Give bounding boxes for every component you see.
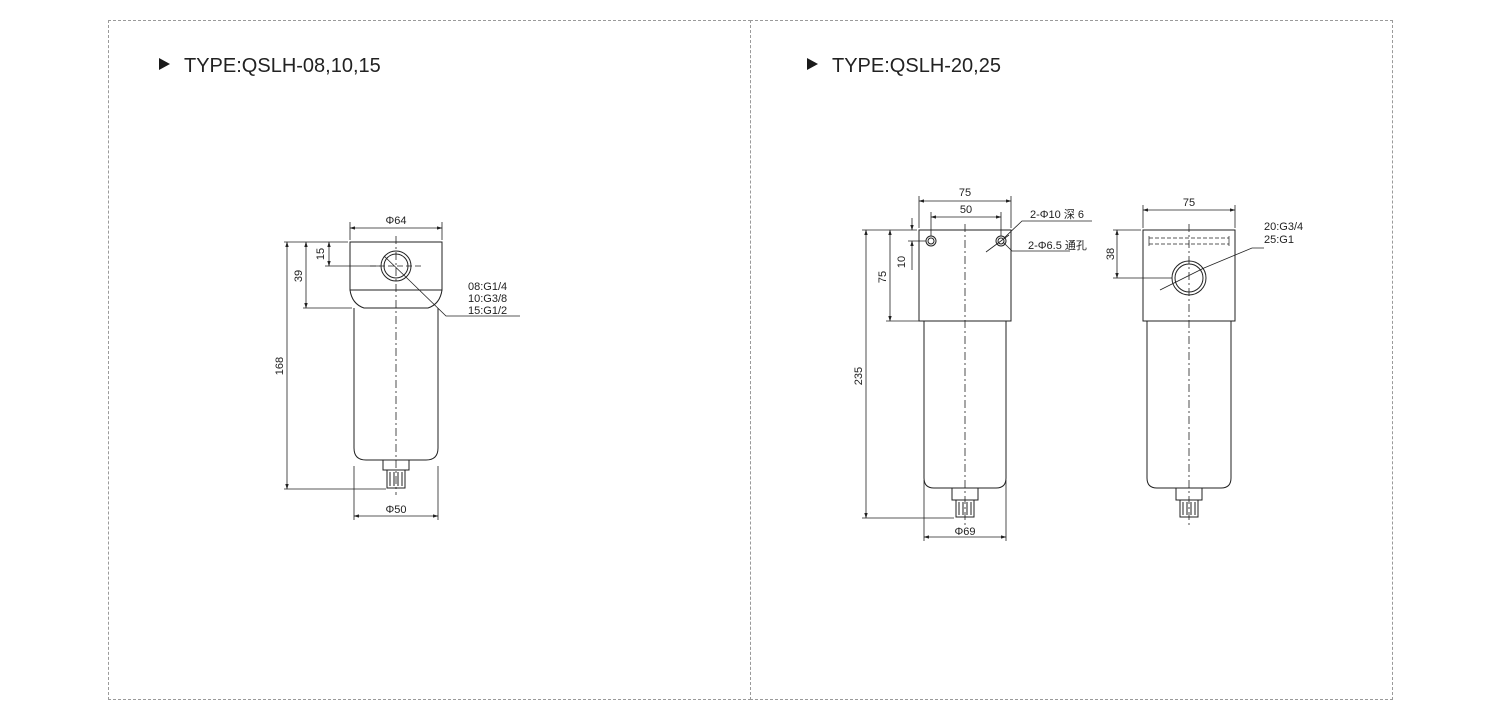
left-filter-body <box>349 236 443 495</box>
right-drawing-panel: TYPE:QSLH-20,25 <box>750 20 1393 700</box>
right-front-filter-body <box>918 224 1012 525</box>
left-dimensions <box>284 222 520 520</box>
triangle-bullet-icon <box>807 58 818 70</box>
right-front-hole-offset-label: 10 <box>896 256 908 268</box>
left-title-text: TYPE:QSLH-08,10,15 <box>184 55 381 77</box>
left-port-size-1: 08:G1/4 <box>468 281 507 293</box>
left-port-height-label: 15 <box>315 248 327 260</box>
right-side-dimensions <box>1113 205 1264 291</box>
right-panel-title: TYPE:QSLH-20,25 <box>807 55 1001 78</box>
right-side-port-size-2: 25:G1 <box>1264 234 1294 246</box>
right-side-width-label: 75 <box>1183 197 1195 209</box>
right-front-hole-note-1: 2-Φ10 深 6 <box>1030 208 1084 221</box>
left-head-height-label: 39 <box>293 270 305 282</box>
right-front-bottom-width-label: Φ69 <box>954 526 975 538</box>
left-panel-title: TYPE:QSLH-08,10,15 <box>159 55 381 78</box>
triangle-bullet-icon <box>159 58 170 70</box>
right-front-width-label: 75 <box>959 187 971 199</box>
right-side-port-size-1: 20:G3/4 <box>1264 221 1303 233</box>
left-total-height-label: 168 <box>274 357 286 375</box>
right-title-text: TYPE:QSLH-20,25 <box>832 55 1001 77</box>
right-front-head-height-label: 75 <box>877 271 889 283</box>
right-side-filter-body <box>1142 224 1236 525</box>
right-front-dimensions <box>862 196 1092 541</box>
right-side-port-height-label: 38 <box>1105 248 1117 260</box>
left-port-size-2: 10:G3/8 <box>468 293 507 305</box>
left-top-width-label: Φ64 <box>385 215 406 227</box>
right-front-hole-spacing-label: 50 <box>960 204 972 216</box>
left-port-size-3: 15:G1/2 <box>468 305 507 317</box>
left-bottom-width-label: Φ50 <box>385 504 406 516</box>
right-front-total-height-label: 235 <box>853 367 865 385</box>
right-front-hole-note-2: 2-Φ6.5 通孔 <box>1028 239 1087 252</box>
